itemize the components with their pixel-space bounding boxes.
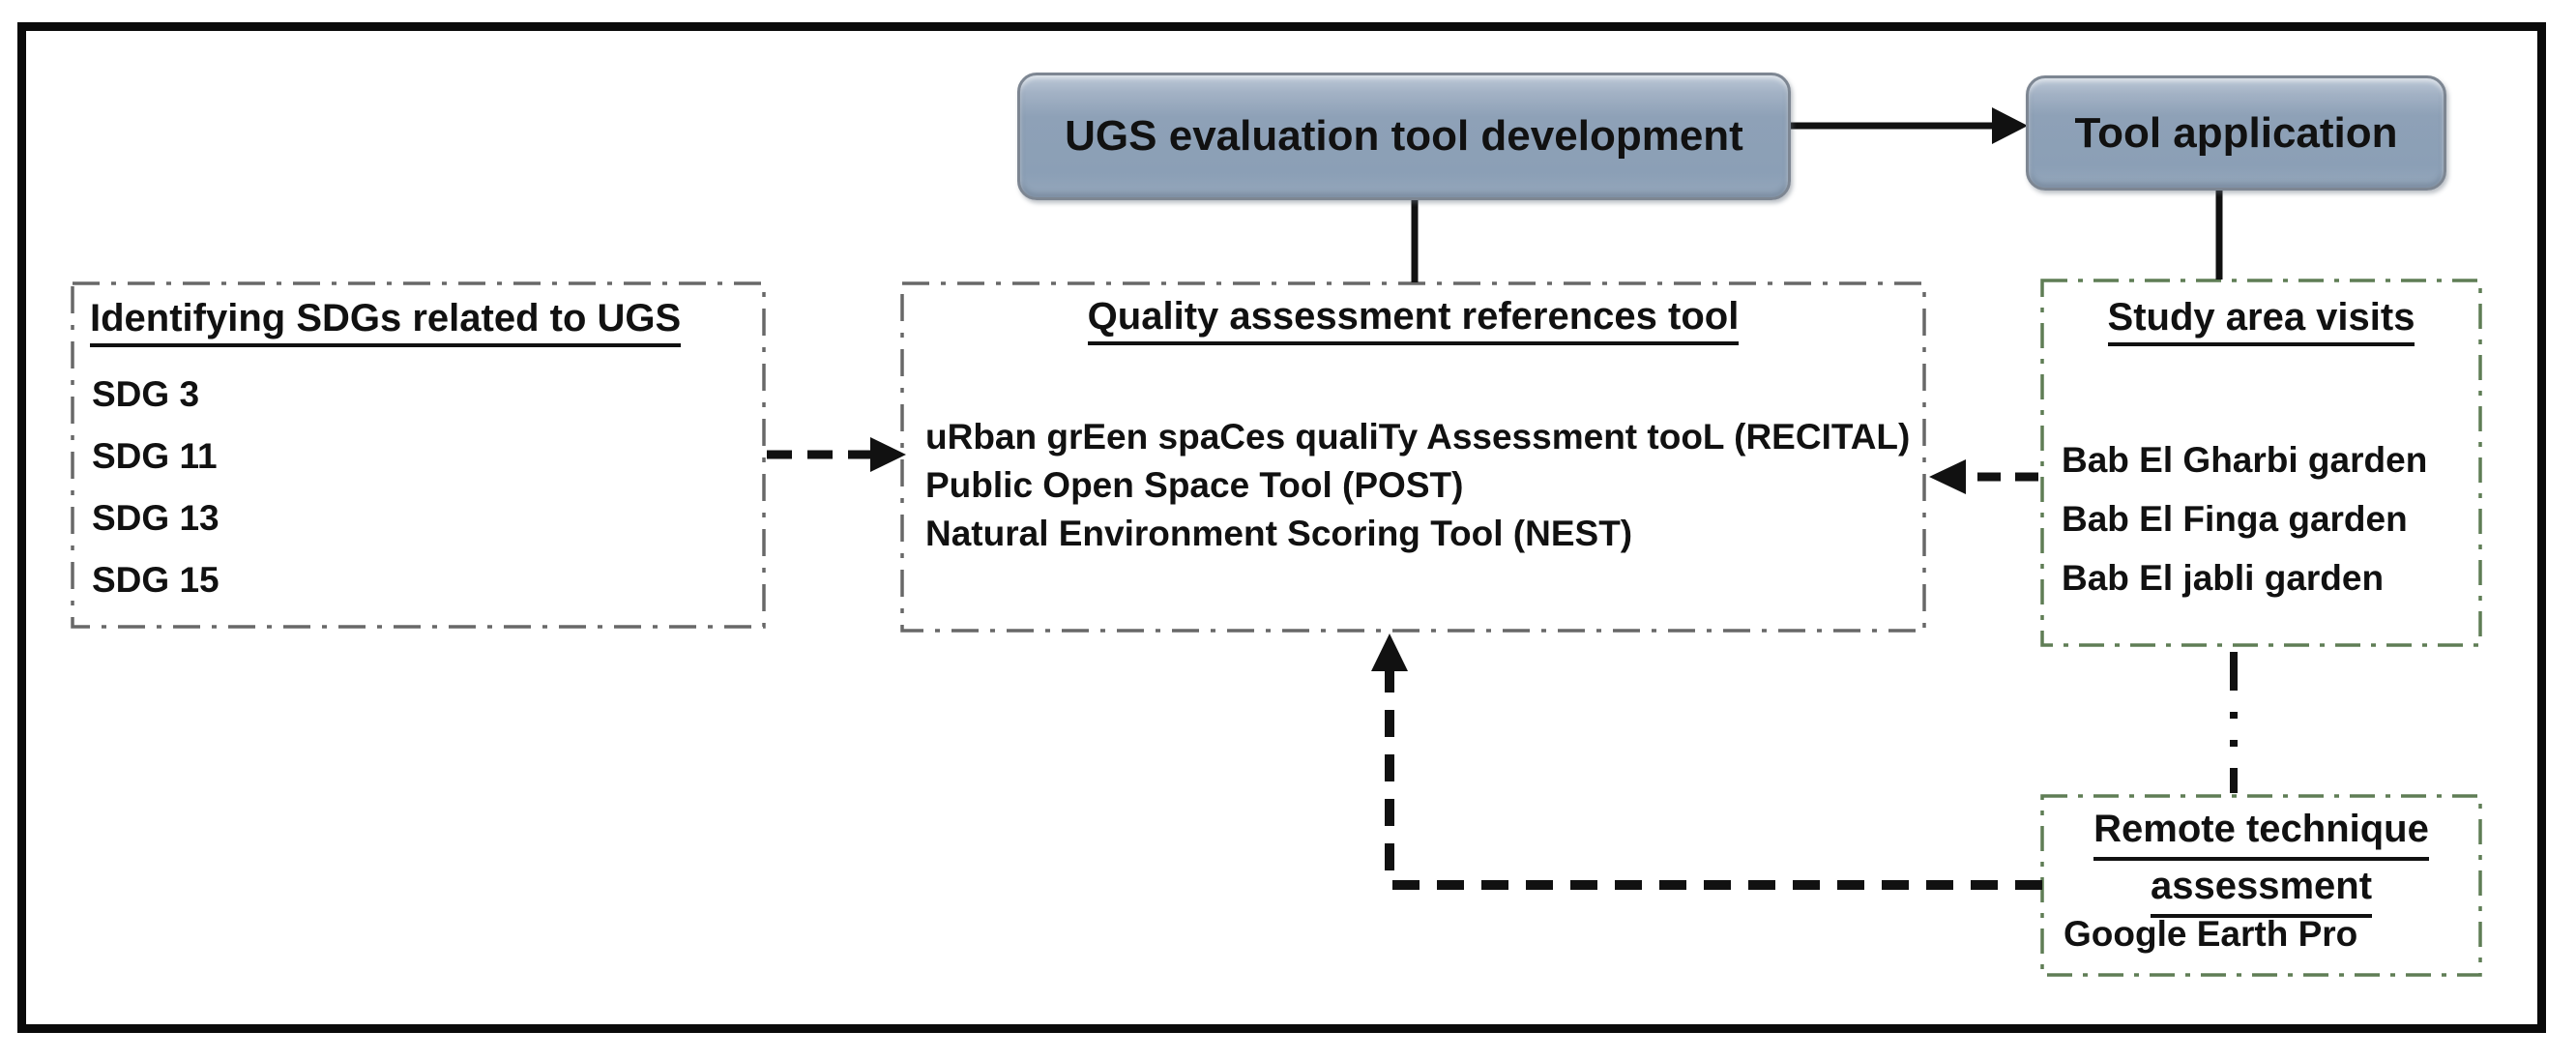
study-box: Study area visits Bab El Gharbi garden B… bbox=[2042, 280, 2480, 645]
study-item: Bab El jabli garden bbox=[2062, 558, 2385, 598]
sdg-item: SDG 3 bbox=[92, 374, 200, 414]
remote-box-title-line2: assessment bbox=[2150, 861, 2373, 918]
sdg-item: SDG 13 bbox=[92, 498, 220, 538]
remote-box-title: Remote technique assessment bbox=[2042, 804, 2480, 918]
sdg-box-title: Identifying SDGs related to UGS bbox=[90, 297, 682, 347]
study-item: Bab El Finga garden bbox=[2062, 499, 2408, 539]
remote-item: Google Earth Pro bbox=[2064, 914, 2358, 954]
study-box-title-text: Study area visits bbox=[2107, 296, 2415, 346]
quality-item: uRban grEen spaCes qualiTy Assessment to… bbox=[925, 417, 1911, 457]
remote-box: Remote technique assessment Google Earth… bbox=[2042, 796, 2480, 975]
quality-item: Natural Environment Scoring Tool (NEST) bbox=[925, 514, 1633, 553]
quality-box: Quality assessment references tool uRban… bbox=[902, 283, 1924, 631]
sdg-box-title-text: Identifying SDGs related to UGS bbox=[90, 297, 682, 347]
remote-box-title-line1: Remote technique bbox=[2093, 804, 2429, 861]
application-box-label: Tool application bbox=[2074, 108, 2398, 157]
quality-box-title: Quality assessment references tool bbox=[902, 295, 1924, 345]
remote-item-list: Google Earth Pro bbox=[2064, 914, 2357, 955]
quality-box-title-text: Quality assessment references tool bbox=[1087, 295, 1740, 345]
sdg-item: SDG 11 bbox=[92, 436, 218, 476]
sdg-item-list: SDG 3 SDG 11 SDG 13 SDG 15 bbox=[92, 372, 220, 620]
sdg-box: Identifying SDGs related to UGS SDG 3 SD… bbox=[73, 283, 764, 627]
quality-item: Public Open Space Tool (POST) bbox=[925, 465, 1464, 505]
development-box: UGS evaluation tool development bbox=[1017, 73, 1791, 200]
study-item-list: Bab El Gharbi garden Bab El Finga garden… bbox=[2062, 439, 2427, 616]
application-box: Tool application bbox=[2026, 75, 2446, 191]
study-item: Bab El Gharbi garden bbox=[2062, 440, 2428, 480]
sdg-item: SDG 15 bbox=[92, 560, 220, 600]
development-box-label: UGS evaluation tool development bbox=[1065, 112, 1743, 160]
study-box-title: Study area visits bbox=[2042, 296, 2480, 346]
quality-item-list: uRban grEen spaCes qualiTy Assessment to… bbox=[925, 413, 1910, 558]
